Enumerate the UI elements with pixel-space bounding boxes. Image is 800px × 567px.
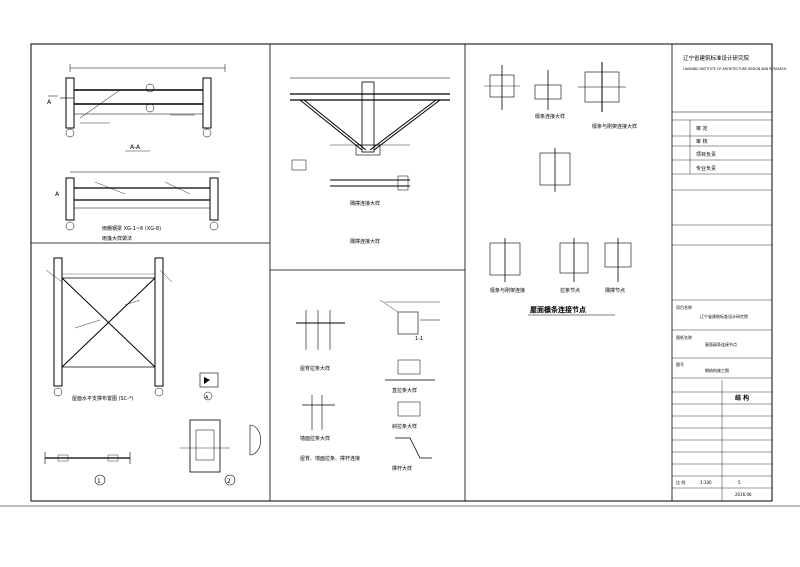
svg-text:LIAONING INSTITUTE OF ARCHITEC: LIAONING INSTITUTE OF ARCHITECTURE DESIG… [683, 67, 787, 71]
svg-text:墙面拉条大样: 墙面拉条大样 [300, 435, 330, 442]
svg-text:隅撑连接大样: 隅撑连接大样 [350, 200, 380, 207]
section-label-aa: A-A [130, 144, 141, 151]
panel-knee-brace: 隅撑连接大样 隅撑连接大样 [290, 77, 450, 245]
knee-brace-caption: 隅撑连接大样 [350, 238, 380, 245]
svg-text:檩条与刚架连接大样: 檩条与刚架连接大样 [592, 123, 637, 130]
panel-purlin-connections: 檩条连接大样 檩条与刚架连接大样 檩条与刚架连接 拉条节点 隅撑节点 屋面檩条连… [484, 62, 637, 316]
project-name: 辽宁省建筑标准设计研究院 [700, 313, 748, 319]
svg-text:项目名称: 项目名称 [676, 304, 692, 310]
stamp-label: 结 构 [735, 394, 749, 402]
title-block: 辽宁省建筑标准设计研究院 LIAONING INSTITUTE OF ARCHI… [672, 54, 787, 501]
svg-text:檩条连接大样: 檩条连接大样 [535, 113, 565, 120]
svg-text:5: 5 [738, 480, 741, 485]
svg-text:2: 2 [227, 478, 231, 485]
svg-text:1: 1 [97, 478, 101, 485]
svg-text:审 核: 审 核 [696, 138, 708, 145]
svg-text:檩条与刚架连接: 檩条与刚架连接 [490, 287, 525, 294]
svg-text:2016.06: 2016.06 [735, 492, 752, 497]
company-name: 辽宁省建筑标准设计研究院 [683, 54, 750, 62]
svg-text:直拉条大样: 直拉条大样 [392, 387, 417, 394]
svg-text:专业负责: 专业负责 [696, 165, 716, 172]
svg-text:斜拉条大样: 斜拉条大样 [392, 423, 417, 430]
panel-roof-bracing: 屋面水平支撑布置图 (SC-*) A 1 2 [44, 257, 261, 486]
svg-text:1:100: 1:100 [700, 480, 712, 485]
svg-text:图纸名称: 图纸名称 [676, 334, 692, 340]
svg-text:比 例: 比 例 [676, 479, 685, 485]
svg-text:拉条节点: 拉条节点 [560, 287, 580, 294]
svg-text:A: A [55, 191, 60, 198]
tie-rod-caption: 屋脊、墙面拉条、撑杆连接 [300, 455, 360, 462]
svg-text:审 定: 审 定 [696, 125, 708, 132]
svg-text:屋脊拉条大样: 屋脊拉条大样 [300, 365, 330, 372]
bracing-caption: 屋面水平支撑布置图 (SC-*) [72, 395, 134, 402]
svg-text:项目负责: 项目负责 [696, 151, 716, 158]
svg-text:撑杆大样: 撑杆大样 [392, 465, 412, 472]
svg-text:雨篷大样做法: 雨篷大样做法 [102, 235, 132, 242]
svg-text:A: A [205, 395, 209, 401]
panel-canopy-detail: A A-A A 雨棚钢梁 XG-1~6 (XG-8) 雨篷大样做法 [47, 64, 226, 242]
canopy-caption: 雨棚钢梁 XG-1~6 (XG-8) [102, 225, 161, 232]
outer-border [30, 43, 773, 502]
drawing-name: 屋面檩条连接节点 [705, 341, 737, 347]
purlin-caption: 屋面檩条连接节点 [530, 305, 586, 314]
panel-tie-rods: 屋脊拉条大样 墙面拉条大样 1-1 直拉条大样 斜拉条大样 撑杆大样 屋脊、墙面… [296, 299, 440, 472]
svg-text:钢结构施工图: 钢结构施工图 [705, 367, 729, 373]
svg-text:隅撑节点: 隅撑节点 [605, 287, 625, 294]
svg-text:1-1: 1-1 [415, 336, 423, 342]
svg-text:图号: 图号 [676, 361, 684, 367]
svg-text:A: A [47, 99, 52, 106]
